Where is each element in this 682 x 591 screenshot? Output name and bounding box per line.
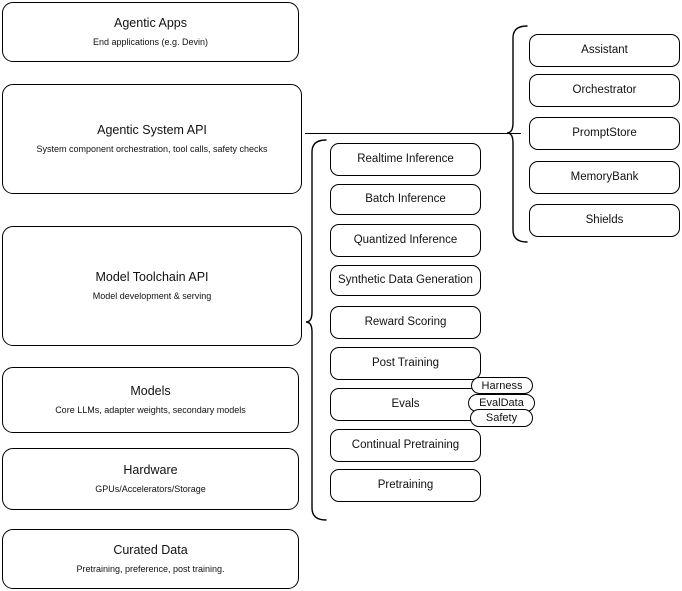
layer-box-agentic-apps[interactable]: Agentic Apps End applications (e.g. Devi… [2,2,299,62]
component-box-shields[interactable]: Shields [529,204,680,237]
eval-pill-safety[interactable]: Safety [470,409,533,427]
capability-label: Evals [391,398,420,411]
layer-box-curated-data[interactable]: Curated Data Pretraining, preference, po… [2,529,299,589]
capability-box-quantized-inference[interactable]: Quantized Inference [330,224,481,257]
capability-box-batch-inference[interactable]: Batch Inference [330,184,481,215]
capability-box-evals[interactable]: Evals [330,388,481,421]
component-box-assistant[interactable]: Assistant [529,34,680,67]
eval-pill-label: Harness [481,379,523,392]
capability-box-post-training[interactable]: Post Training [330,347,481,380]
layer-title: Hardware [123,463,178,478]
brace-agentic-system [506,25,528,243]
eval-pill-label: EvalData [479,397,524,409]
capability-label: Realtime Inference [357,153,454,166]
layer-box-models[interactable]: Models Core LLMs, adapter weights, secon… [2,367,299,433]
capability-label: Synthetic Data Generation [338,274,473,287]
layer-title: Curated Data [113,543,188,558]
layer-title: Agentic Apps [114,16,187,31]
capability-label: Batch Inference [365,193,446,206]
layer-subtitle: Pretraining, preference, post training. [76,563,225,574]
component-label: Orchestrator [572,84,637,97]
layer-box-agentic-system-api[interactable]: Agentic System API System component orch… [2,84,302,194]
capability-box-realtime-inference[interactable]: Realtime Inference [330,143,481,176]
capability-label: Quantized Inference [353,234,458,247]
eval-pill-label: Safety [485,412,518,424]
component-label: Shields [585,214,624,227]
capability-box-continual-pretraining[interactable]: Continual Pretraining [330,429,481,462]
component-box-memorybank[interactable]: MemoryBank [529,161,680,194]
capability-label: Post Training [371,357,440,370]
layer-title: Models [130,384,171,399]
capability-box-synthetic-data-generation[interactable]: Synthetic Data Generation [330,265,481,296]
capability-box-reward-scoring[interactable]: Reward Scoring [330,306,481,339]
component-label: Assistant [581,44,628,57]
layer-subtitle: Model development & serving [92,290,212,301]
component-label: MemoryBank [570,171,639,184]
component-box-orchestrator[interactable]: Orchestrator [529,74,680,107]
brace-model-toolchain [305,139,327,521]
eval-pill-harness[interactable]: Harness [471,377,533,394]
layer-subtitle: End applications (e.g. Devin) [92,36,209,47]
layer-subtitle: GPUs/Accelerators/Storage [95,483,206,494]
component-box-promptstore[interactable]: PromptStore [529,117,680,150]
layer-subtitle: Core LLMs, adapter weights, secondary mo… [55,404,246,415]
layer-title: Agentic System API [97,123,207,138]
component-label: PromptStore [572,127,637,140]
layer-box-hardware[interactable]: Hardware GPUs/Accelerators/Storage [2,448,299,510]
capability-label: Continual Pretraining [351,439,460,452]
capability-box-pretraining[interactable]: Pretraining [330,469,481,502]
layer-title: Model Toolchain API [95,270,209,285]
connector-line-agentic-system-api [305,133,521,134]
layer-subtitle: System component orchestration, tool cal… [36,143,268,154]
capability-label: Pretraining [377,479,434,492]
layer-box-model-toolchain-api[interactable]: Model Toolchain API Model development & … [2,226,302,346]
capability-label: Reward Scoring [364,316,447,329]
